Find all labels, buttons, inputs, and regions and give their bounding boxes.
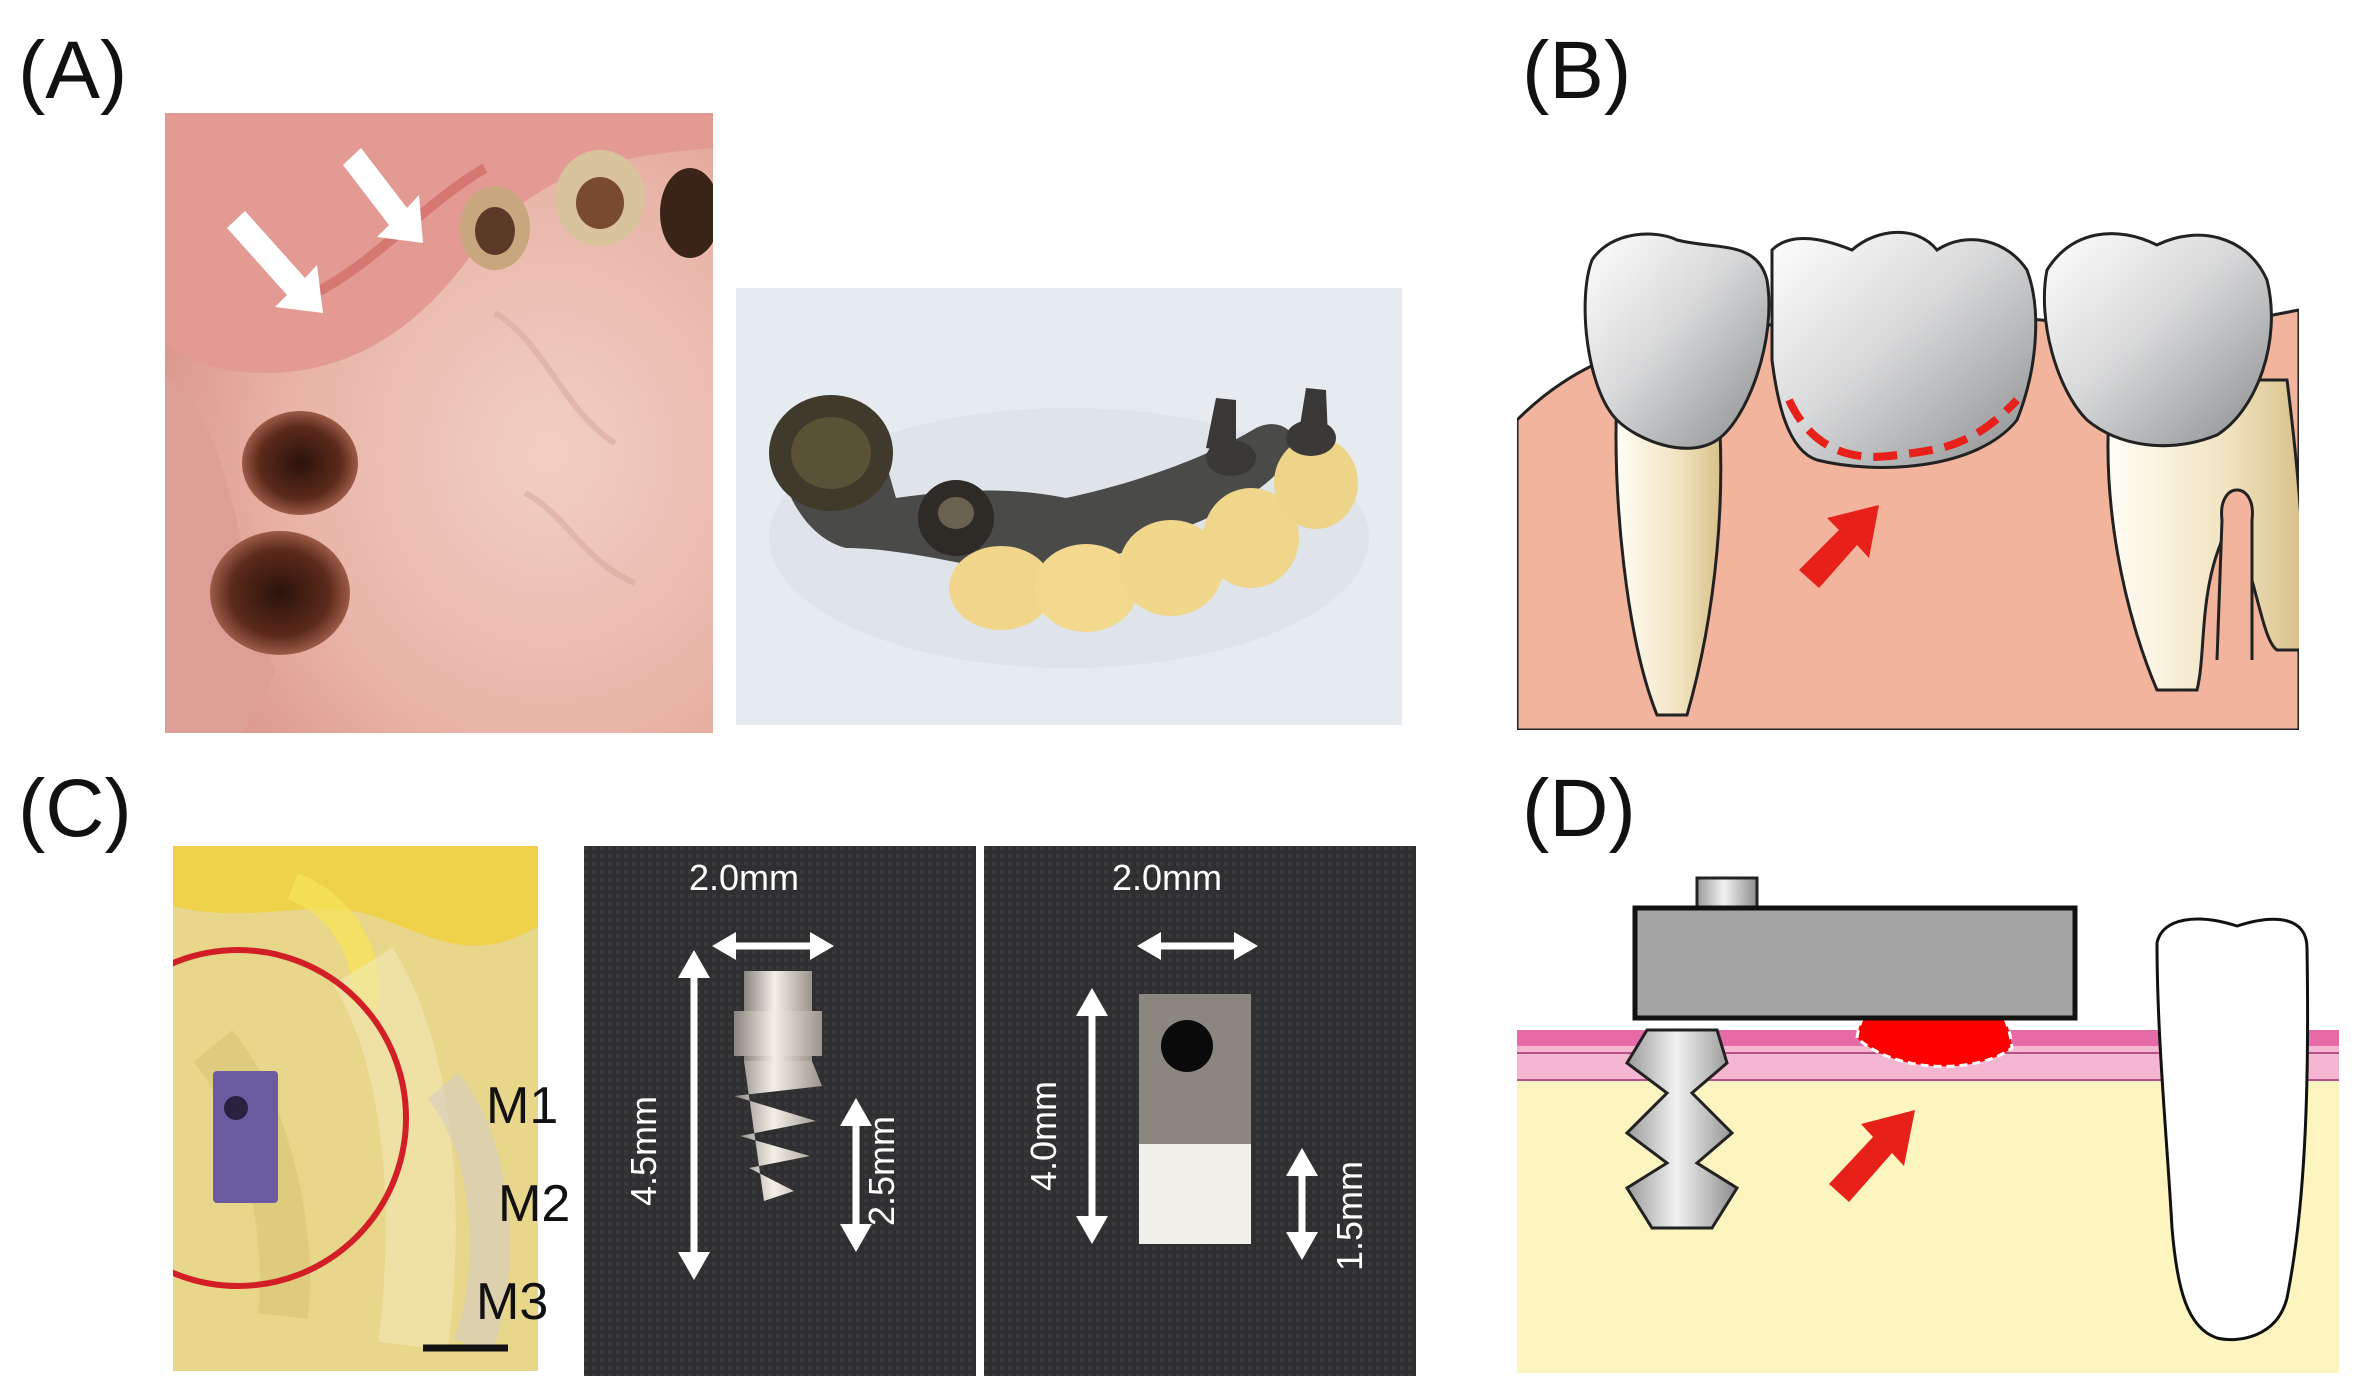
screw-length-label: 4.5mm [623, 1096, 664, 1206]
oral-palate-photo [165, 113, 713, 733]
extracted-bridge-photo [736, 288, 1402, 725]
red-arrow-icon [1829, 1110, 1915, 1202]
arrow-icon [227, 148, 423, 313]
plate-body [1632, 905, 2078, 1021]
implant-schematic-diagram [1517, 868, 2339, 1373]
panel-label-b: (B) [1522, 25, 1632, 116]
plate-lower-label: 1.5mm [1329, 1161, 1370, 1271]
plate-width-label: 2.0mm [1112, 857, 1222, 898]
molar-label-m2: M2 [498, 1175, 571, 1233]
red-circle-annotation [173, 947, 409, 1289]
palate-implant-photo [173, 846, 538, 1371]
panel-label-a: (A) [18, 25, 128, 116]
pontic-contact-outline [1785, 397, 2020, 461]
implant-plate-photo: 2.0mm 4.0mm 1.5mm [984, 846, 1416, 1376]
red-arrow-icon [1799, 505, 1879, 588]
panel-label-d: (D) [1522, 763, 1636, 854]
tooth-outline [2155, 917, 2310, 1342]
screw-body [1624, 1028, 1740, 1230]
molar-label-m3: M3 [476, 1273, 549, 1331]
molar-label-m1: M1 [486, 1077, 559, 1135]
bridge-tooth-diagram [1517, 220, 2299, 730]
screw-thread-label: 2.5mm [861, 1116, 902, 1226]
panel-label-c: (C) [18, 763, 132, 854]
plate-length-label: 4.0mm [1023, 1081, 1064, 1191]
implant-plate [213, 1071, 278, 1203]
mini-screw-photo: 2.0mm 4.5mm 2.5mm [584, 846, 976, 1376]
screw-width-label: 2.0mm [689, 857, 799, 898]
